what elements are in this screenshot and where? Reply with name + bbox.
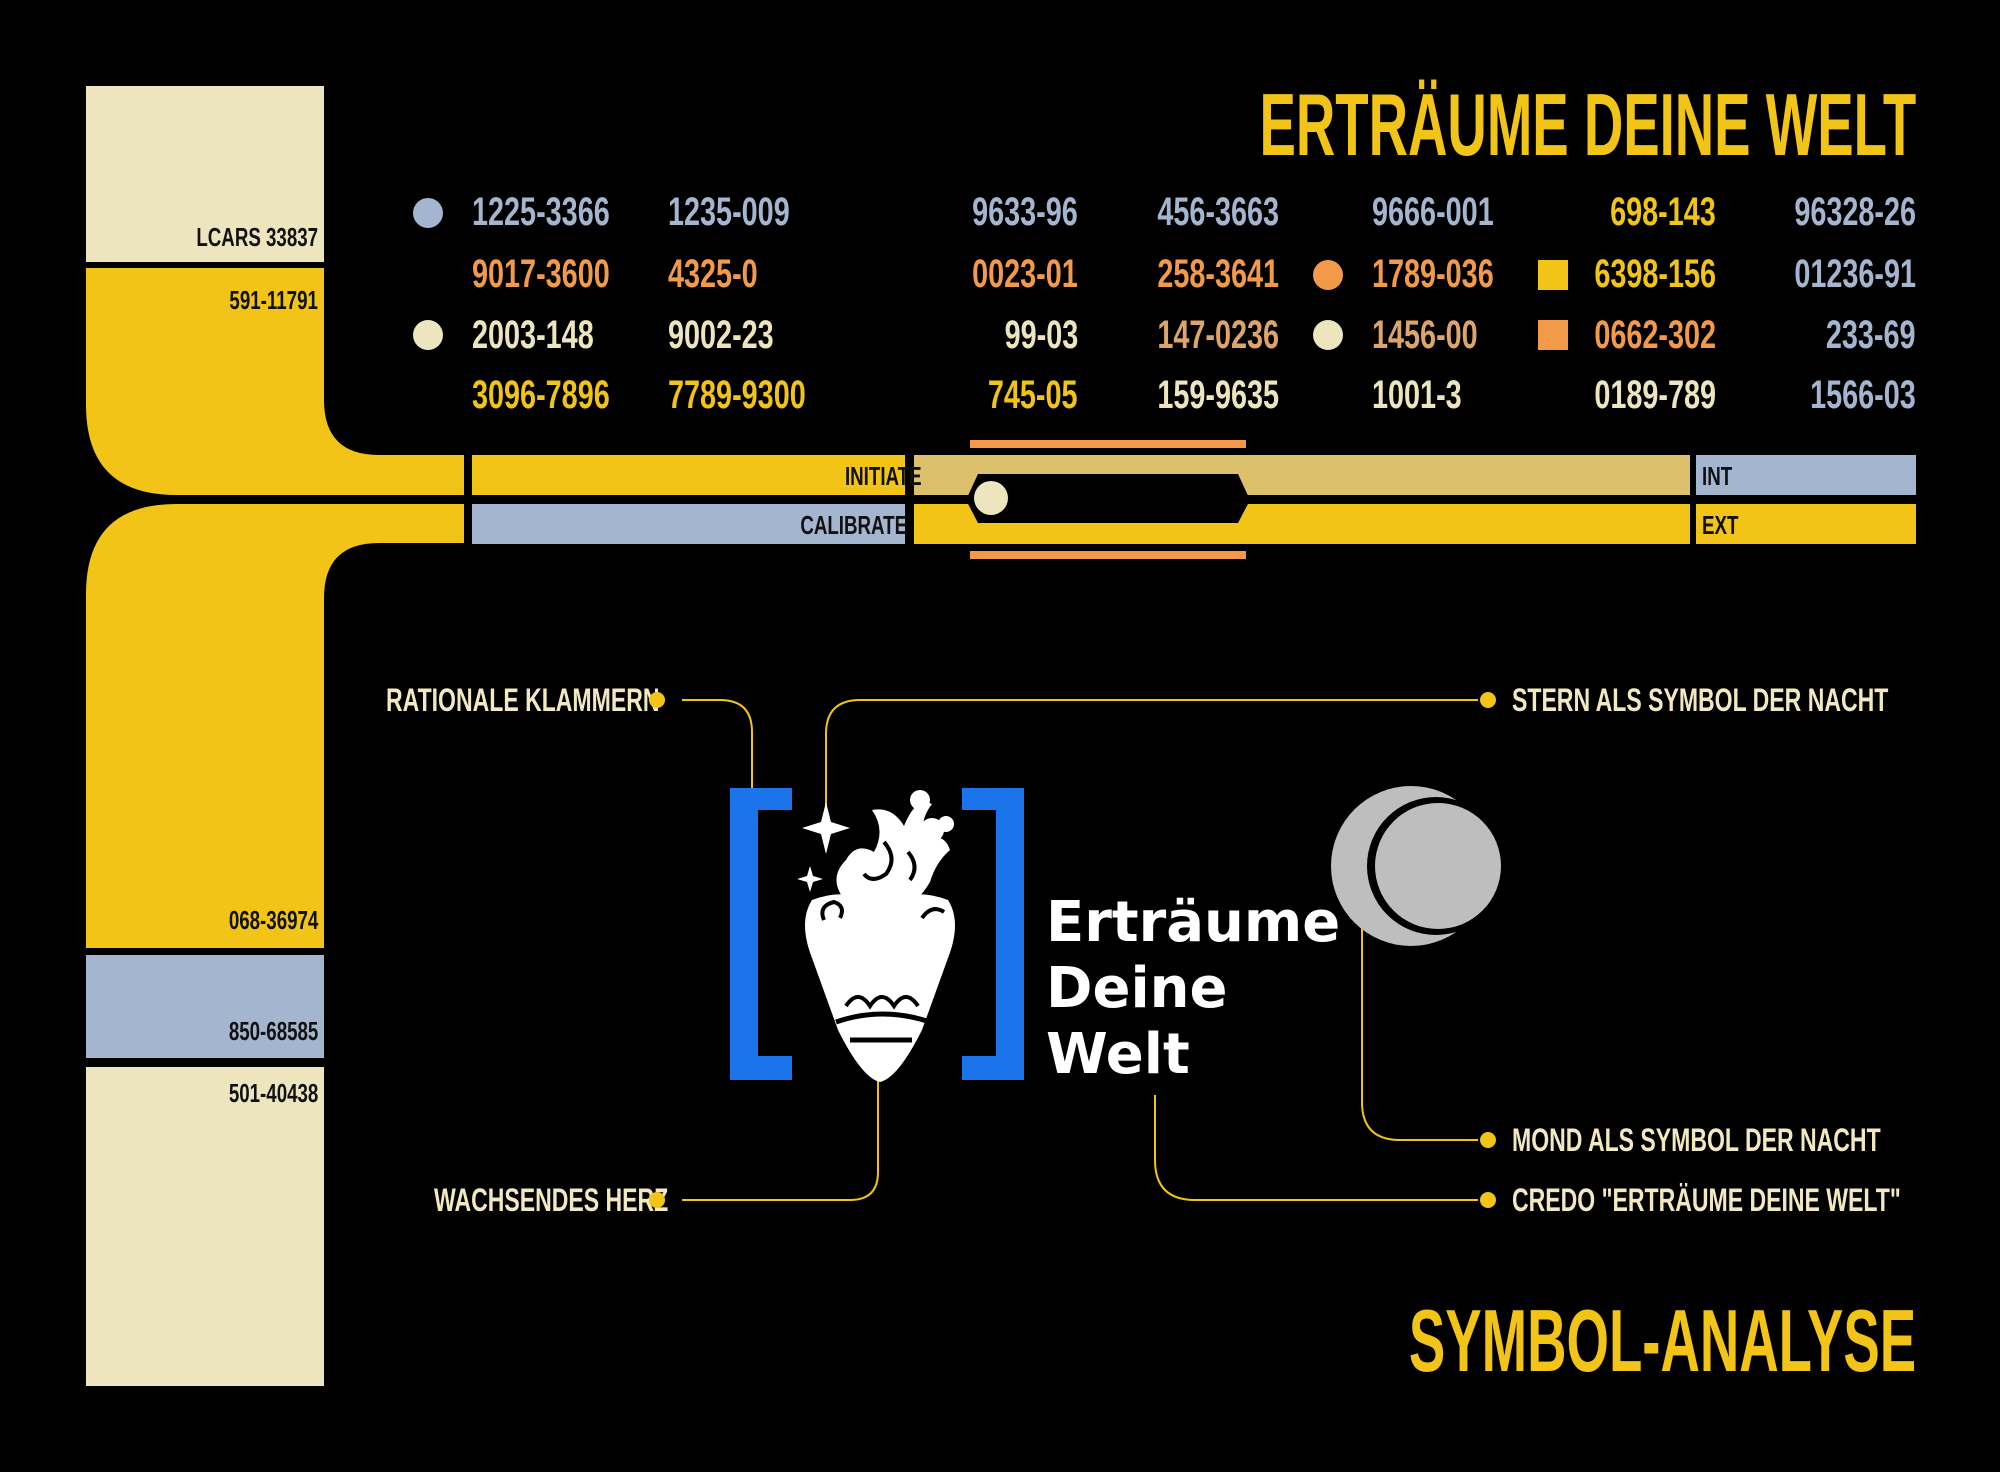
indicator-cream-dot <box>413 320 443 350</box>
logo-word-ertraeume: Erträume <box>1046 890 1341 955</box>
calibrate-label: CALIBRATE <box>800 510 908 540</box>
initiate-bar[interactable] <box>472 455 905 495</box>
star-connector <box>825 699 1478 808</box>
large-star-icon <box>802 802 850 854</box>
moon-connector <box>1361 870 1478 1141</box>
code-r4-c1: 3096-7896 <box>472 373 610 417</box>
right-bracket-icon <box>962 788 1024 1080</box>
code-r3-c4: 147-0236 <box>1157 313 1279 357</box>
code-r1-c7: 96328-26 <box>1794 190 1916 234</box>
slider-handle[interactable] <box>974 481 1008 515</box>
code-r2-c1: 9017-3600 <box>472 252 610 296</box>
code-r4-c4: 159-9635 <box>1157 373 1279 417</box>
calibrate-bar[interactable] <box>472 504 905 544</box>
code-r2-c5: 1789-036 <box>1372 252 1494 296</box>
code-r3-c3: 99-03 <box>1004 313 1078 357</box>
code-r4-c5: 1001-3 <box>1372 373 1462 417</box>
sidebar-label-591: 591-11791 <box>229 285 318 315</box>
code-r4-c7: 1566-03 <box>1810 373 1916 417</box>
int-bar[interactable] <box>1696 455 1916 495</box>
indicator-orange-dot <box>1313 260 1343 290</box>
credo-connector <box>1154 1095 1478 1201</box>
sidebar-label-068: 068-36974 <box>228 905 318 935</box>
callout-credo-dot <box>1480 1192 1496 1208</box>
code-r3-c2: 9002-23 <box>668 313 774 357</box>
code-r2-c7: 01236-91 <box>1794 252 1916 296</box>
logo-word-welt: Welt <box>1046 1022 1190 1087</box>
code-r2-c2: 4325-0 <box>668 252 758 296</box>
code-r1-c1: 1225-3366 <box>472 190 610 234</box>
code-r3-c6: 0662-302 <box>1594 313 1716 357</box>
upper-elbow <box>86 268 464 495</box>
initiate-label: INITIATE <box>844 461 922 491</box>
section-title: SYMBOL-ANALYSE <box>1408 1291 1916 1390</box>
code-r3-c7: 233-69 <box>1826 313 1916 357</box>
code-r4-c3: 745-05 <box>988 373 1078 417</box>
sidebar-label-501: 501-40438 <box>228 1078 318 1108</box>
callout-moon: MOND ALS SYMBOL DER NACHT <box>1512 1122 1881 1158</box>
logo-word-deine: Deine <box>1046 956 1228 1021</box>
slider-rail-bottom <box>970 551 1246 559</box>
growing-heart-icon <box>805 790 955 1082</box>
sidebar-block-bottom <box>86 1067 324 1386</box>
code-r1-c5: 9666-001 <box>1372 190 1494 234</box>
callout-star: STERN ALS SYMBOL DER NACHT <box>1512 682 1889 718</box>
slider-rail-top <box>970 440 1246 448</box>
callout-brackets: RATIONALE KLAMMERN <box>386 682 660 718</box>
callout-moon-dot <box>1480 1132 1496 1148</box>
brackets-connector <box>682 699 753 840</box>
int-label: INT <box>1702 461 1733 491</box>
code-r2-c6: 6398-156 <box>1594 252 1716 296</box>
left-bracket-icon <box>730 788 792 1080</box>
code-r3-c5: 1456-00 <box>1372 313 1478 357</box>
ext-bar[interactable] <box>1696 504 1916 544</box>
code-r1-c4: 456-3663 <box>1157 190 1279 234</box>
code-r1-c2: 1235-009 <box>668 190 790 234</box>
ext-label: EXT <box>1702 510 1739 540</box>
heart-connector <box>682 1080 879 1201</box>
callout-credo: CREDO "ERTRÄUME DEINE WELT" <box>1512 1182 1901 1218</box>
sidebar-label-850: 850-68585 <box>228 1016 318 1046</box>
code-r2-c3: 0023-01 <box>972 252 1078 296</box>
code-r1-c3: 9633-96 <box>972 190 1078 234</box>
code-r3-c1: 2003-148 <box>472 313 594 357</box>
code-r4-c2: 7789-9300 <box>668 373 806 417</box>
code-r2-c4: 258-3641 <box>1157 252 1279 296</box>
code-r1-c6: 698-143 <box>1610 190 1716 234</box>
small-star-icon <box>797 866 823 892</box>
lower-elbow <box>86 504 464 948</box>
slider-track <box>966 474 1250 523</box>
callout-heart: WACHSENDES HERZ <box>434 1182 669 1218</box>
indicator-blue-dot <box>413 198 443 228</box>
indicator-yellow-square <box>1538 260 1568 290</box>
callout-star-dot <box>1480 692 1496 708</box>
callout-heart-dot <box>649 1192 665 1208</box>
indicator-orange-square <box>1538 320 1568 350</box>
callout-brackets-dot <box>649 692 665 708</box>
sidebar-block-blue <box>86 955 324 1058</box>
moon-icon <box>1331 786 1505 946</box>
code-r4-c6: 0189-789 <box>1594 373 1716 417</box>
page-title: ERTRÄUME DEINE WELT <box>1259 75 1916 174</box>
sidebar-block-top <box>86 86 324 262</box>
indicator-cream-dot-2 <box>1313 320 1343 350</box>
sidebar-label-lcars: LCARS 33837 <box>196 222 318 252</box>
